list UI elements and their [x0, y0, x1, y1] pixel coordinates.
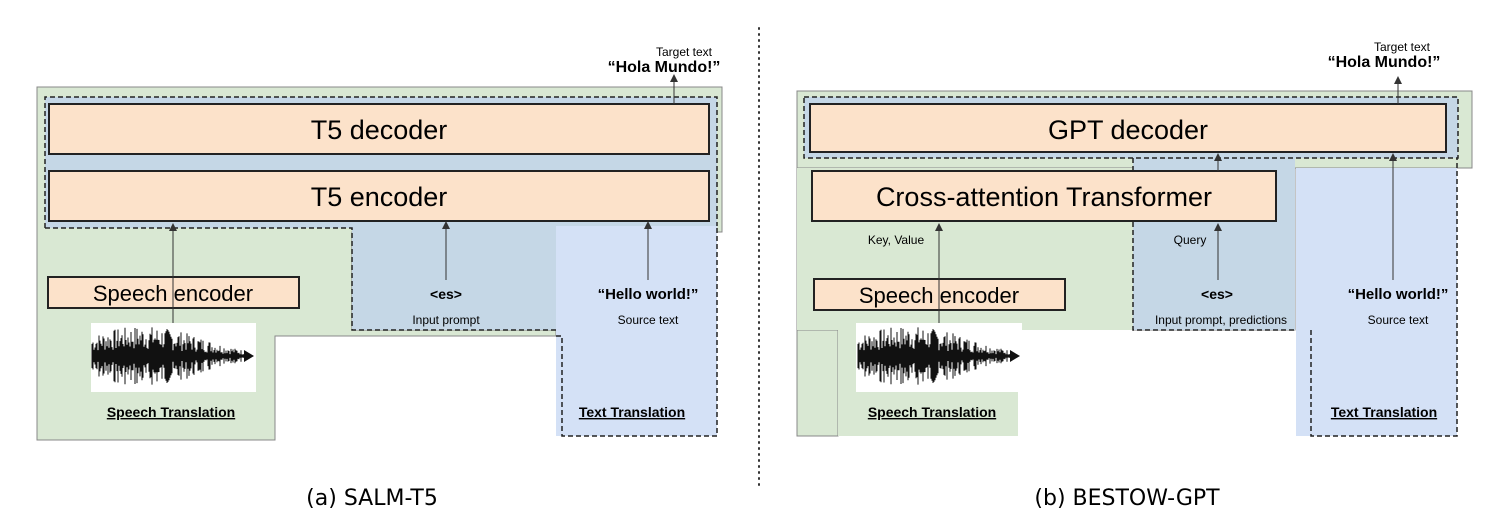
target-text: “Hola Mundo!” [608, 59, 721, 76]
waveform-tail [244, 350, 254, 362]
speech-task-label: Speech Translation [868, 404, 996, 420]
audio-waveform-icon [857, 327, 1020, 385]
panel-salm-t5: T5 decoder T5 encoder Speech encoder Tar… [36, 45, 723, 511]
t5-encoder-box [48, 170, 710, 222]
target-text-label: Target text [1374, 40, 1431, 54]
cross-attention-label: Cross-attention Transformer [876, 182, 1212, 212]
query-label: Query [1174, 233, 1207, 247]
t5-encoder-label: T5 encoder [311, 182, 448, 212]
waveform-tail [1010, 350, 1020, 362]
text-region [1296, 168, 1457, 436]
speech-task-label: Speech Translation [107, 404, 235, 420]
source-text: “Hello world!” [1348, 286, 1449, 303]
caption-b: (b) BESTOW-GPT [1034, 486, 1220, 511]
key-value-label: Key, Value [868, 233, 925, 247]
text-task-label: Text Translation [579, 404, 685, 420]
source-label: Source text [618, 313, 679, 327]
source-text: “Hello world!” [598, 286, 699, 303]
source-label: Source text [1368, 313, 1429, 327]
shared-outline [44, 96, 718, 228]
decoder-outline [803, 96, 1459, 159]
panel-bestow-gpt: GPT decoder Cross-attention Transformer … [796, 40, 1473, 511]
prompt-token: <es> [1201, 286, 1233, 302]
caption-a: (a) SALM-T5 [306, 486, 438, 511]
target-text: “Hola Mundo!” [1328, 54, 1441, 71]
gpt-decoder-box [809, 103, 1447, 153]
text-region [556, 226, 717, 436]
text-branch-outline [556, 226, 718, 437]
text-branch-outline [1310, 158, 1458, 437]
speech-branch-outline [45, 227, 556, 331]
cross-attention-box [811, 170, 1277, 222]
text-task-label: Text Translation [1331, 404, 1437, 420]
prompt-token: <es> [430, 286, 462, 302]
t5-decoder-label: T5 decoder [311, 115, 448, 145]
prompt-label: Input prompt, predictions [1155, 313, 1287, 327]
audio-waveform-icon [91, 327, 254, 385]
prompt-label: Input prompt [412, 313, 480, 327]
target-text-label: Target text [656, 45, 713, 59]
t5-decoder-box [48, 103, 710, 155]
gpt-decoder-label: GPT decoder [1048, 115, 1208, 145]
waveform-path [857, 327, 1011, 385]
waveform-path [91, 327, 245, 385]
